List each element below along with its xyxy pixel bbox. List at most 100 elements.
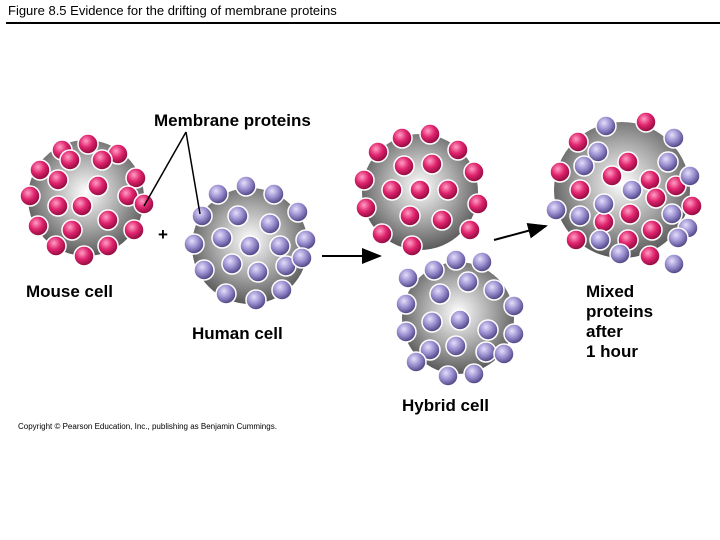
hybrid-top-protein <box>367 141 389 163</box>
mixed-pink-protein <box>601 165 623 187</box>
mixed-pink-protein <box>593 211 615 233</box>
time-arrow <box>493 222 548 241</box>
hybrid-top-protein <box>393 155 415 177</box>
human-protein <box>271 279 293 301</box>
hybrid-top-protein <box>431 209 453 231</box>
mixed-purple-protein <box>621 179 643 201</box>
mixed-pink-protein <box>565 229 587 251</box>
protein-layer <box>19 111 703 387</box>
mixed-purple-protein <box>663 253 685 275</box>
hybrid-top-protein <box>421 153 443 175</box>
human-protein <box>227 205 249 227</box>
mixed-purple-protein <box>593 193 615 215</box>
mixed-pink-protein <box>569 179 591 201</box>
hybrid-top-protein <box>355 197 377 219</box>
mouse-protein <box>19 185 41 207</box>
mixed-label-line3: after <box>586 322 623 341</box>
callout-line-mouse <box>143 131 187 207</box>
mixed-pink-protein <box>635 111 657 133</box>
mixed-purple-protein <box>587 141 609 163</box>
mixed-purple-protein <box>589 229 611 251</box>
callout-line-human <box>185 131 201 215</box>
hybrid-top-protein <box>467 193 489 215</box>
hybrid-bottom-protein <box>493 343 515 365</box>
mouse-protein <box>133 193 155 215</box>
human-protein <box>239 235 261 257</box>
mouse-protein <box>47 169 69 191</box>
hybrid-top-protein <box>353 169 375 191</box>
hybrid-top-protein <box>419 123 441 145</box>
hybrid-bottom-protein <box>437 365 459 387</box>
mixed-pink-protein <box>639 169 661 191</box>
hybrid-bottom-protein <box>423 259 445 281</box>
human-protein <box>183 233 205 255</box>
human-protein <box>235 175 257 197</box>
mouse-protein <box>87 175 109 197</box>
title-underline <box>6 22 720 24</box>
mixed-label-line1: Mixed <box>586 282 634 301</box>
hybrid-top-protein <box>399 205 421 227</box>
mixed-label-line4: 1 hour <box>586 342 638 361</box>
mixed-purple-protein <box>661 203 683 225</box>
mouse-protein <box>47 195 69 217</box>
hybrid-top-protein <box>401 235 423 257</box>
hybrid-bottom-protein <box>395 293 417 315</box>
hybrid-bottom-protein <box>405 351 427 373</box>
mixed-pink-protein <box>617 151 639 173</box>
hybrid-top-protein <box>371 223 393 245</box>
mouse-protein <box>71 195 93 217</box>
hybrid-bottom-protein <box>449 309 471 331</box>
mixed-purple-protein <box>569 205 591 227</box>
hybrid-top-protein <box>409 179 431 201</box>
human-protein <box>221 253 243 275</box>
mouse-protein <box>123 219 145 241</box>
human-protein <box>211 227 233 249</box>
hybrid-bottom-protein <box>475 341 497 363</box>
mixed-pink-protein <box>639 245 661 267</box>
hybrid-bottom-protein <box>471 251 493 273</box>
hybrid-bottom-protein <box>445 335 467 357</box>
hybrid-bottom-protein <box>457 271 479 293</box>
mouse-protein <box>27 215 49 237</box>
mixed-purple-protein <box>573 155 595 177</box>
hybrid-bottom-protein <box>429 283 451 305</box>
human-protein <box>263 183 285 205</box>
mouse-protein <box>61 219 83 241</box>
hybrid-bottom-protein <box>503 295 525 317</box>
human-protein <box>247 261 269 283</box>
human-protein <box>259 213 281 235</box>
mixed-pink-protein <box>619 203 641 225</box>
hybrid-bottom-protein <box>463 363 485 385</box>
human-protein <box>191 205 213 227</box>
hybrid-cell-label: Hybrid cell <box>402 396 489 415</box>
mixed-pink-protein <box>681 195 703 217</box>
hybrid-bottom-protein <box>421 311 443 333</box>
mouse-cell-label: Mouse cell <box>26 282 113 301</box>
hybrid-top-protein <box>391 127 413 149</box>
hybrid-bottom-protein <box>395 321 417 343</box>
hybrid-top-protein <box>463 161 485 183</box>
human-cell-label: Human cell <box>192 324 283 343</box>
mouse-protein <box>29 159 51 181</box>
hybrid-top-protein <box>447 139 469 161</box>
hybrid-bottom-protein <box>477 319 499 341</box>
mixed-purple-protein <box>679 165 701 187</box>
mixed-pink-protein <box>549 161 571 183</box>
mixed-pink-protein <box>645 187 667 209</box>
human-protein <box>207 183 229 205</box>
human-protein <box>245 289 267 311</box>
mixed-purple-protein <box>595 115 617 137</box>
mixed-pink-protein <box>641 219 663 241</box>
mixed-pink-protein <box>567 131 589 153</box>
hybrid-top-protein <box>459 219 481 241</box>
hybrid-bottom-protein <box>503 323 525 345</box>
mouse-protein <box>73 245 95 267</box>
mouse-protein <box>125 167 147 189</box>
mouse-protein <box>97 209 119 231</box>
mouse-protein <box>77 133 99 155</box>
human-protein <box>215 283 237 305</box>
mixed-label-line2: proteins <box>586 302 653 321</box>
mixed-purple-protein <box>663 127 685 149</box>
figure-title: Figure 8.5 Evidence for the drifting of … <box>8 3 337 18</box>
